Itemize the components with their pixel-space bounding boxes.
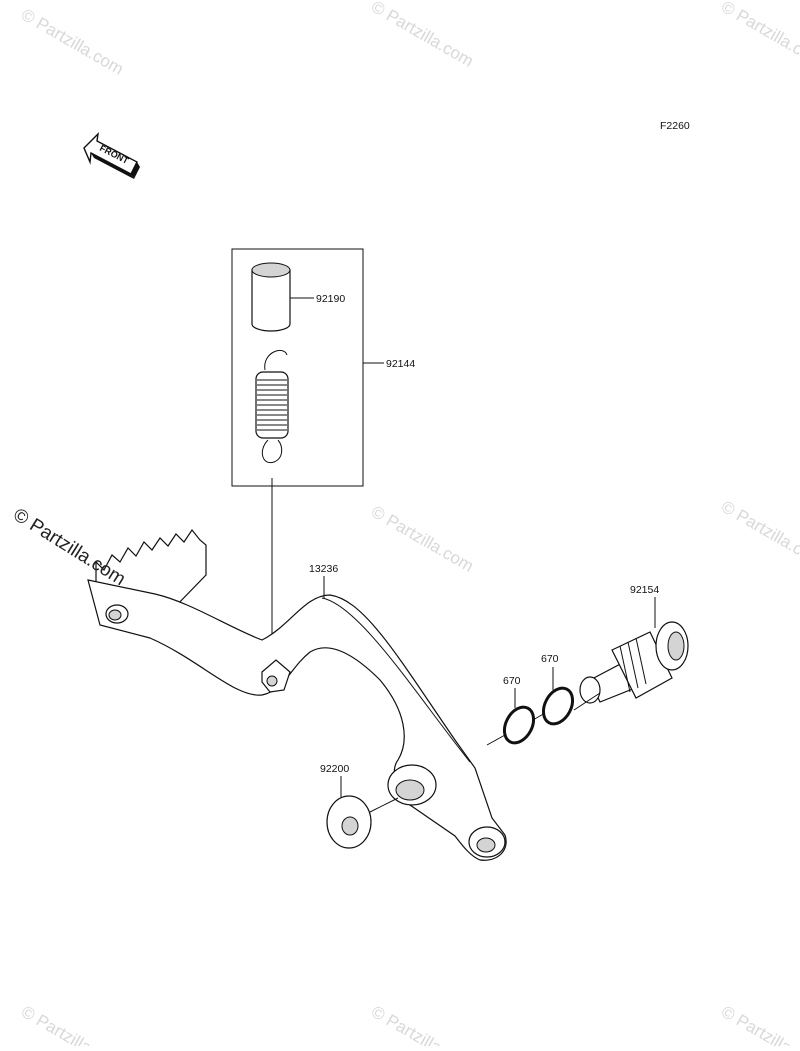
watermark: © Partzilla.com [718, 0, 800, 71]
callout-92190: 92190 [316, 293, 345, 305]
callout-92144: 92144 [386, 358, 415, 370]
front-arrow-icon: FRONT [83, 132, 140, 179]
part-670-o-ring [502, 705, 536, 745]
part-92200-washer [326, 795, 399, 849]
part-670-o-ring [541, 686, 575, 726]
kit-92144-box [231, 248, 364, 487]
part-spring [255, 350, 289, 464]
watermarks: © Partzilla.com © Partzilla.com © Partzi… [18, 0, 800, 1051]
part-92154-pivot-bolt [573, 621, 689, 711]
watermark-bold: © Partzilla.com [9, 504, 129, 590]
watermark: © Partzilla.com [18, 5, 127, 79]
watermark: © Partzilla.com [718, 497, 800, 571]
callout-92154: 92154 [630, 584, 659, 596]
callout-670-a: 670 [541, 653, 559, 665]
callout-92200: 92200 [320, 763, 349, 775]
watermark: © Partzilla.com [368, 0, 477, 71]
part-13236-brake-pedal [87, 528, 507, 861]
watermark: © Partzilla.com [368, 502, 477, 576]
part-92190-sleeve [251, 262, 314, 332]
watermark: © Partzilla.com [718, 1002, 800, 1046]
callout-13236: 13236 [309, 563, 338, 575]
watermark: © Partzilla.com [18, 1002, 127, 1046]
diagram-code: F2260 [660, 120, 690, 132]
watermark: © Partzilla.com [368, 1002, 477, 1046]
callout-670-b: 670 [503, 675, 521, 687]
